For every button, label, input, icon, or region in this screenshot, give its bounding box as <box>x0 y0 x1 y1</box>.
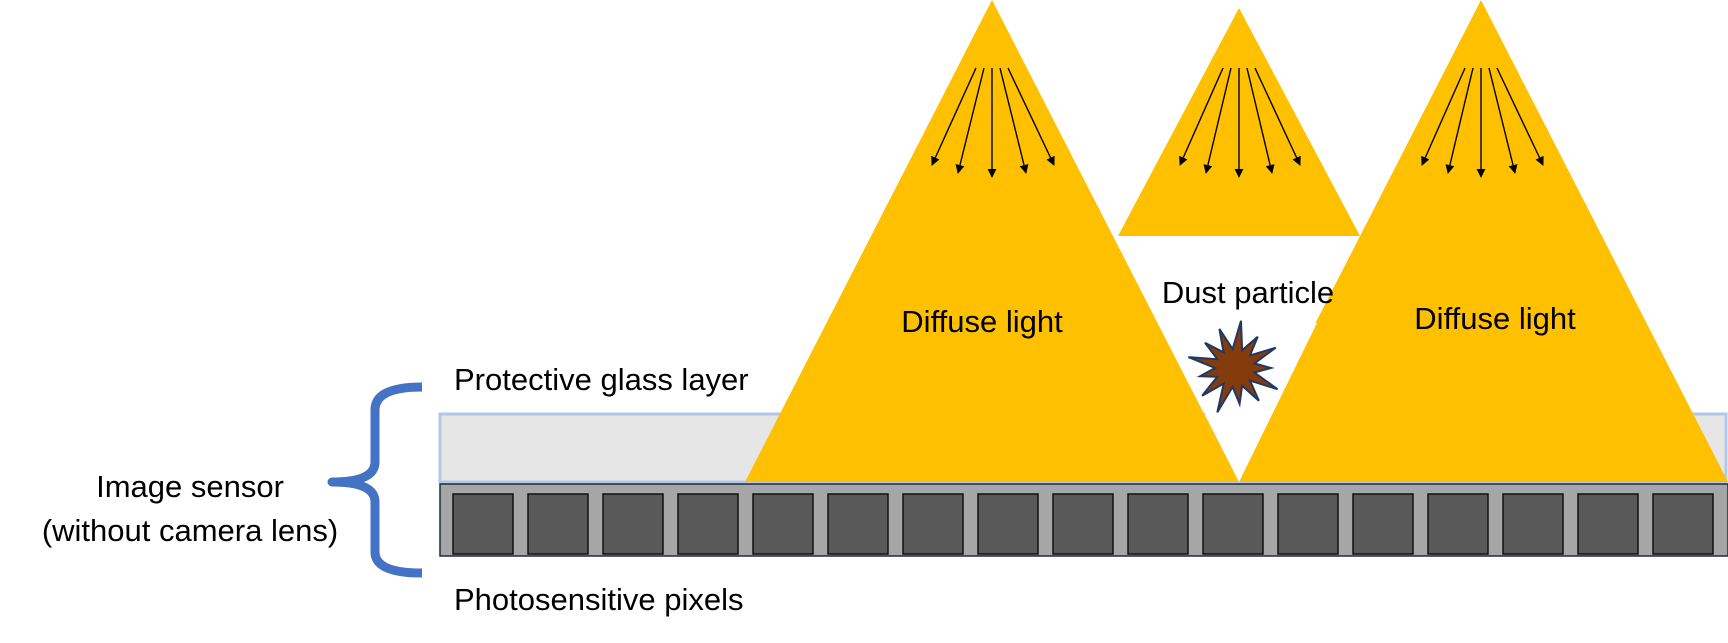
pixel-square <box>452 493 514 555</box>
image-sensor-label: Image sensor <box>96 469 284 504</box>
pixel-square <box>527 493 589 555</box>
pixel-square <box>977 493 1039 555</box>
diffuse-light-cone-right <box>1234 0 1728 482</box>
light-ray-arrow <box>1246 67 1275 174</box>
pixel-square <box>1277 493 1339 555</box>
light-ray-arrow <box>1203 67 1232 174</box>
pixel-square <box>1502 493 1564 555</box>
light-ray-arrow <box>1496 67 1544 166</box>
pixel-square <box>1202 493 1264 555</box>
pixel-square <box>1127 493 1189 555</box>
light-ray-arrow <box>1488 67 1518 174</box>
image-sensor-sublabel: (without camera lens) <box>42 513 338 548</box>
light-ray-arrow <box>955 67 985 174</box>
photosensitive-pixel-row <box>452 493 1714 555</box>
diffuse-light-label-left: Diffuse light <box>901 304 1063 339</box>
pixel-square <box>827 493 889 555</box>
pixel-square <box>1352 493 1414 555</box>
pixel-square <box>1052 493 1114 555</box>
protective-glass-label: Protective glass layer <box>454 362 749 397</box>
dust-particle-label: Dust particle <box>1162 275 1334 310</box>
pixel-square <box>1652 493 1714 555</box>
photosensitive-pixels-label: Photosensitive pixels <box>454 582 744 617</box>
light-ray-arrow <box>1445 67 1474 174</box>
light-ray-arrow <box>999 67 1029 174</box>
light-ray-arrow <box>931 67 977 166</box>
light-ray-arrow <box>1007 67 1055 166</box>
light-ray-arrow <box>1421 67 1466 166</box>
light-ray-arrow <box>1179 67 1224 166</box>
pixel-square <box>677 493 739 555</box>
pixel-square <box>602 493 664 555</box>
light-rays <box>931 67 1544 178</box>
light-ray-arrow <box>1254 67 1301 166</box>
dust-particle-icon <box>1188 320 1279 413</box>
pixel-square <box>902 493 964 555</box>
pixel-square <box>752 493 814 555</box>
diffuse-light-cone-left <box>745 0 1239 482</box>
image-sensor-brace <box>327 382 423 578</box>
pixel-square <box>1577 493 1639 555</box>
diffuse-light-label-right: Diffuse light <box>1414 301 1576 336</box>
pixel-square <box>1427 493 1489 555</box>
